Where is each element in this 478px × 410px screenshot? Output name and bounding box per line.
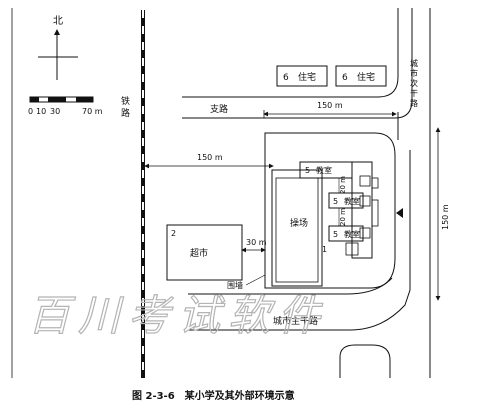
branch-road: 支路 xyxy=(182,8,413,119)
classroom-1-num: 5 xyxy=(305,166,310,175)
figure-caption: 图 2-3-6 某小学及其外部环境示意 xyxy=(132,389,295,402)
supermarket: 2 超市 30 m xyxy=(166,224,267,281)
dim-rail-label: 150 m xyxy=(197,153,223,162)
playground-label: 操场 xyxy=(290,217,308,229)
fence-label: 围墙 xyxy=(227,280,243,290)
secondary-road: 城 市 次 干 路 xyxy=(397,8,431,378)
railway-label-2: 路 xyxy=(121,107,130,119)
dim-supermarket-label: 30 m xyxy=(246,238,267,247)
secondary-label-1: 城 xyxy=(410,59,418,68)
dim-secondary: 150 m xyxy=(435,127,450,301)
residence-2: 6 住宅 xyxy=(335,65,387,87)
fence-callout: 围墙 xyxy=(227,274,266,290)
secondary-label-5: 路 xyxy=(410,98,418,108)
supermarket-label: 超市 xyxy=(190,247,208,259)
dim-gap-a-label: 20 m xyxy=(339,176,347,194)
branch-road-label: 支路 xyxy=(210,103,228,115)
classroom-building: 5 教室 5 教室 5 教室 1 xyxy=(299,161,379,259)
main-road-label: 城市主干路 xyxy=(273,315,318,327)
residence-1: 6 住宅 xyxy=(276,65,328,87)
dim-branch-label: 150 m xyxy=(317,101,343,110)
residence-2-num: 6 xyxy=(342,73,348,83)
entrance-marker-icon xyxy=(396,208,403,218)
dim-gap-b-label: 20 m xyxy=(339,208,347,226)
main-road: 城市主干路 xyxy=(188,150,411,378)
supermarket-num: 2 xyxy=(171,229,176,238)
scale-bar: 0 10 30 70 m xyxy=(28,96,103,116)
small-number: 1 xyxy=(322,245,327,254)
classroom-1-label: 教室 xyxy=(316,165,332,175)
railway: 铁 路 xyxy=(121,10,145,378)
classroom-3-label: 教室 xyxy=(344,229,360,239)
scale-label-10: 10 xyxy=(36,107,46,116)
north-label: 北 xyxy=(53,15,63,27)
railway-label-1: 铁 xyxy=(121,95,130,107)
secondary-label-4: 干 xyxy=(410,89,418,98)
playground: 操场 xyxy=(271,169,323,287)
secondary-label-3: 次 xyxy=(410,78,418,88)
dim-secondary-label: 150 m xyxy=(441,204,450,230)
residence-1-label: 住宅 xyxy=(298,71,316,83)
dim-branch: 150 m xyxy=(263,101,397,118)
school-boundary xyxy=(264,132,396,289)
secondary-label-2: 市 xyxy=(410,68,418,78)
dim-rail: 150 m xyxy=(144,153,274,169)
scale-label-0: 0 xyxy=(28,107,33,116)
watermark: 百川考试软件 xyxy=(28,291,328,340)
dim-building-gaps: 20 m 20 m xyxy=(338,176,347,226)
scale-label-30: 30 xyxy=(50,107,60,116)
residence-2-label: 住宅 xyxy=(357,71,375,83)
north-compass: 北 xyxy=(38,15,78,80)
classroom-2-label: 教室 xyxy=(344,196,360,206)
scale-label-70: 70 m xyxy=(82,107,103,116)
residence-1-num: 6 xyxy=(283,73,289,83)
classroom-3-num: 5 xyxy=(333,230,338,239)
classroom-2-num: 5 xyxy=(333,197,338,206)
